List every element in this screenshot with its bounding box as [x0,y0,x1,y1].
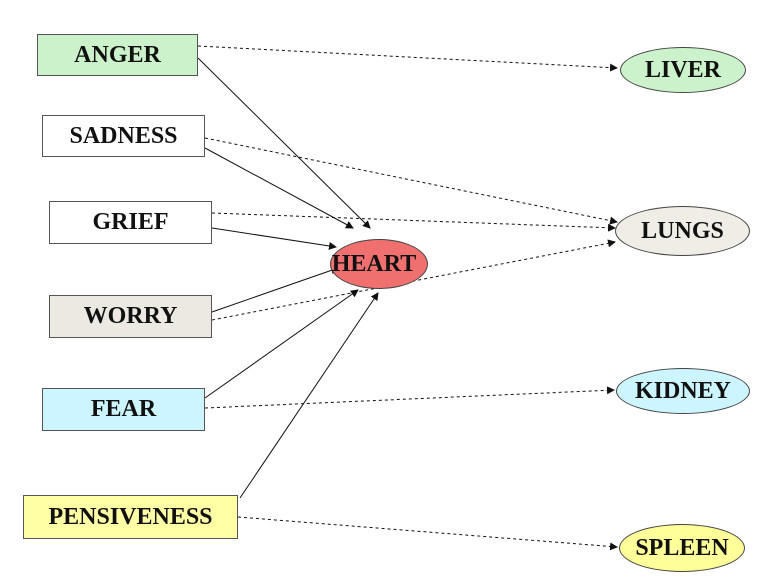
organ-heart-label: HEART [331,250,417,277]
link-worry-heart [211,266,339,313]
organ-lungs-label: LUNGS [641,217,724,244]
link-fear-kidney [204,386,615,409]
organ-liver: LIVER [620,47,746,93]
link-sadness-lungs [204,137,618,225]
emotion-fear: FEAR [42,388,205,431]
organ-lungs: LUNGS [615,206,750,256]
link-fear-heart [204,289,359,399]
link-pensiveness-spleen [237,516,618,551]
emotion-worry: WORRY [49,295,212,338]
organ-heart: HEART [330,239,428,289]
emotion-pensiveness: PENSIVENESS [23,495,238,539]
link-anger-liver [197,45,618,72]
organ-liver-label: LIVER [644,56,722,83]
link-grief-lungs [211,212,616,232]
emotion-sadness-label: SADNESS [69,122,178,149]
emotion-fear-label: FEAR [90,396,157,422]
emotion-anger-label: ANGER [74,41,161,68]
link-pensiveness-heart [239,292,379,499]
link-anger-heart [197,57,371,229]
link-grief-heart [211,227,337,250]
emotion-grief: GRIEF [49,201,212,244]
organ-kidney: KIDNEY [616,368,750,414]
organ-spleen-label: SPLEEN [635,534,729,561]
emotion-anger: ANGER [37,34,198,76]
emotion-grief-label: GRIEF [92,209,169,235]
organ-kidney-label: KIDNEY [634,377,731,404]
organ-spleen: SPLEEN [619,524,745,572]
emotion-worry-label: WORRY [83,303,178,329]
emotion-pensiveness-label: PENSIVENESS [48,503,213,530]
link-sadness-heart [204,147,354,229]
emotion-sadness: SADNESS [42,115,205,157]
